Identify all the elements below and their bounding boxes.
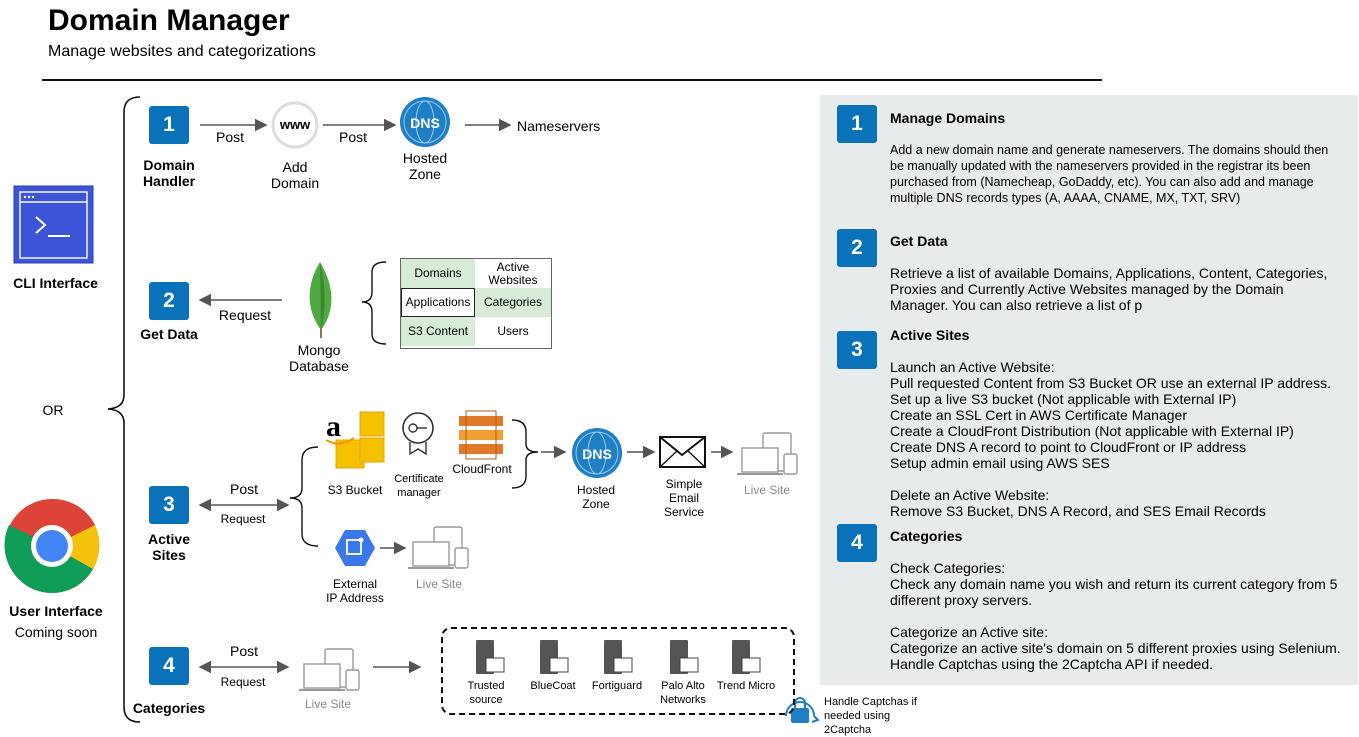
live-site-devices-icon-1 [737,432,798,475]
panel-step-4-heading: Categories [890,528,963,544]
table-brace [361,261,387,345]
dns-icon-2-text: DNS [582,446,612,462]
flow-2-badge: 2 [149,282,189,320]
flow-4-badge: 4 [149,647,189,685]
server-icon-bluecoat [540,640,569,674]
server-icon-trendmicro [732,640,761,674]
panel-step-1-badge: 1 [837,105,877,143]
server-icon-trusted [476,640,505,674]
flow-4-request: Request [220,675,266,689]
panel-step-1-text: Add a new domain name and generate names… [890,143,1329,205]
flow-3-badge: 3 [149,486,189,524]
www-icon [271,101,319,149]
table-cell-applications: Applications [401,288,475,317]
user-interface-subtitle: Coming soon [14,624,98,640]
table-cell-active-websites: Active Websites [488,259,538,287]
data-table: Domains Active Websites Applications Cat… [400,258,552,349]
description-panel [820,95,1358,685]
www-icon-text: www [279,117,311,132]
flow-2-request: Request [218,307,272,323]
live-site-devices-icon-3 [299,648,360,691]
external-ip-hexagon-icon [335,530,375,566]
cloudfront-icon [459,410,503,460]
panel-step-2-badge: 2 [837,229,877,267]
proxy-fortiguard-label: Fortiguard [591,680,643,692]
live-site-devices-icon-2 [408,526,469,569]
s3-bucket-label: S3 Bucket [327,483,383,497]
panel-step-2-heading: Get Data [890,233,948,249]
server-icon-fortiguard [604,640,633,674]
proxy-server-icons [476,640,761,674]
page-title: Domain Manager [48,4,290,37]
categories-label: Categories [132,700,206,716]
or-label: OR [42,402,64,418]
flow-3-request: Request [220,512,266,526]
flow-1-post-1: Post [215,129,244,145]
panel-step-3-text: Launch an Active Website: Pull requested… [890,359,1331,519]
cli-icon [13,185,94,264]
dns-icon-1 [400,97,450,147]
flow-1-post-2: Post [338,129,367,145]
live-site-label-2: Live Site [415,577,463,591]
dns-icon-1-text: DNS [410,115,440,131]
s3-bucket-icon: a [325,410,385,469]
proxy-trendmicro-label: Trend Micro [716,680,776,692]
page-subtitle: Manage websites and categorizations [48,43,316,60]
panel-step-3-badge: 3 [837,331,877,369]
mongodb-leaf-icon [309,262,332,338]
panel-step-3-heading: Active Sites [890,327,970,343]
cloudfront-brace [511,419,539,489]
svg-text:a: a [326,410,341,443]
panel-step-1-heading: Manage Domains [890,110,1006,126]
chrome-icon [4,498,100,594]
table-cell-domains: Domains [401,259,475,288]
panel-step-4-badge: 4 [837,524,877,562]
nameservers-label: Nameservers [517,118,601,134]
main-brace [107,96,141,723]
live-site-label-1: Live Site [743,483,791,497]
table-cell-s3-content: S3 Content [401,317,475,346]
flow-3-post: Post [229,481,258,497]
email-envelope-icon [659,436,706,468]
panel-step-4-text: Check Categories: Check any domain name … [890,560,1341,672]
server-icon-paloalto [670,640,699,674]
user-interface-label: User Interface [9,603,103,619]
table-cell-categories: Categories [475,288,551,317]
table-cell-users: Users [497,324,529,338]
certificate-manager-icon [402,412,434,456]
cli-interface-label: CLI Interface [13,275,98,291]
flow-4-post: Post [229,643,258,659]
dns-icon-2 [572,428,622,478]
proxy-bluecoat-label: BlueCoat [530,680,576,692]
proxy-servers-group [441,627,795,715]
header-divider [42,79,1102,81]
panel-step-2-text: Retrieve a list of available Domains, Ap… [890,265,1328,313]
flow-1-badge: 1 [149,106,189,144]
flow3-brace [289,446,319,547]
live-site-label-3: Live Site [304,697,352,711]
cloudfront-label: CloudFront [452,462,512,476]
get-data-label: Get Data [140,326,198,342]
